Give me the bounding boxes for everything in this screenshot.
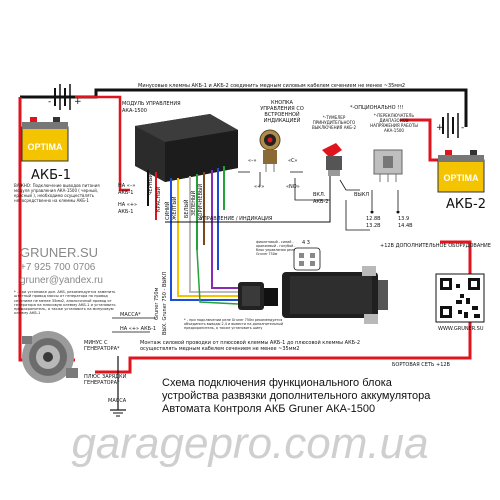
akb1-plus-wire [75,95,130,192]
wire-label-red: КРАСНЫЙ [155,186,162,212]
note-mid: * - при подключении реле Gruner 750м рек… [184,318,284,331]
plus-charge-label: ПЛЮС ЗАРЯДКИ ГЕНЕРАТОРА* [84,374,127,386]
switch-description: *-ПЕРЕКЛЮЧАТЕЛЬ ДИАПАЗОНОВ НАПРЯЖЕНИЯ РА… [370,113,418,133]
fuse-note: ВЫХ. Gruner 750 - ВЫКЛ [162,272,168,335]
wire-label-green: ЗЕЛЕНЫЙ [190,191,197,216]
na-minus-label: НА «–» [118,183,135,189]
voltage-13-9: 13.9 [398,216,409,222]
massa-label: МАССА* [120,312,141,318]
wire-color-labels: ЧЕРНЫЙ КРАСНЫЙ СИНИЙ ЖЕЛТЫЙ БЕЛЫЙ ЗЕЛЕНЫ… [147,173,204,220]
caption-line-2: устройства развязки дополнительного акку… [162,390,431,402]
svg-text:-: - [461,123,464,133]
vykl-label: ВЫКЛ [354,192,369,198]
akb2-short-label: АКБ-2 [313,199,328,205]
connector-pinout-icon [293,247,321,271]
module-wires [147,166,225,280]
range-switch[interactable] [373,149,403,182]
akb1-label: АКБ-1 [31,168,71,183]
svg-text:+: + [436,123,444,133]
battery-symbol-right: + - [436,113,464,138]
wire-label-blue: СИНИЙ [164,201,171,220]
svg-text:OPTIMA: OPTIMA [444,173,479,183]
right-plus-wire [400,118,440,162]
button-title: КНОПКА УПРАВЛЕНИЯ СО ВСТРОЕННОЙ ИНДИКАЦИ… [260,100,304,124]
voltage-contacts [370,190,400,214]
vkl-label: ВКЛ. [313,192,326,198]
relay-harness [170,249,239,305]
terminal-minus: «–» [248,158,257,164]
massa-lines [112,317,156,333]
voltage-12-8: 12.8В [366,216,381,222]
button-wires [238,171,330,201]
na-plus-label: НА «+» [118,202,137,208]
onboard-label: БОРТОВАЯ СЕТЬ +12В [392,362,451,368]
na-plus-akb1-label: НА «+» АКБ-1 [120,326,156,332]
gruner-contacts: GRUNER.SU +7 925 700 0706 gruner@yandex.… [20,245,103,286]
akb1-short-label-2: АКБ-1 [118,209,133,215]
qr-code [435,273,485,323]
svg-text:+: + [74,97,82,107]
relay-gruner-750 [282,266,388,324]
battery-akb2: OPTIMA [437,150,485,193]
connector-legend: фиолетовый - синий - оранжевый - голубой… [256,240,296,256]
massa2-label: МАССА [108,398,127,404]
toggle-wires [339,179,370,231]
bottom-plus-wire [95,240,472,374]
relay-connector [238,282,278,310]
voltage-14-4: 14.4В [398,223,413,229]
gruner-pins: 4 3 [302,240,310,246]
wire-label-white: БЕЛЫЙ [183,199,190,218]
ground-icon [110,409,126,417]
alternator [22,331,78,383]
caption-line-3: Автомата Контроля АКБ Gruner АКА-1500 [162,403,375,415]
svg-text:gruner@yandex.ru: gruner@yandex.ru [20,275,103,286]
svg-text:GRUNER.SU: GRUNER.SU [20,245,98,260]
control-line [165,170,331,223]
wire-label-yellow: ЖЕЛТЫЙ [171,196,178,220]
caption-line-1: Схема подключения функционального блока [162,377,393,389]
terminal-plus: «+» [254,184,264,190]
voltage-13-2: 13.2В [366,223,381,229]
top-note: Минусовые клеммы АКБ-1 и АКБ-2 соединить… [138,83,405,89]
svg-text:OPTIMA: OPTIMA [28,142,63,152]
website-label: WWW.GRUNER.SU [438,326,484,332]
svg-text:-: - [48,97,51,107]
toggle-switch[interactable] [322,143,342,176]
svg-text:+7 925 700 0706: +7 925 700 0706 [20,262,96,273]
akb1-warning: ВАЖНО: Подключение выводов питания модул… [14,183,100,203]
optional-title: *-ОПЦИОНАЛЬНО !!! [350,105,403,111]
out-label: +12В ДОПОЛНИТЕЛЬНОЕ ОБОРУДОВАНИЕ [380,243,491,249]
akb1-short-label: АКБ-1 [118,190,133,196]
caption: Схема подключения функционального блока … [162,377,431,415]
control-indication-label: УПРАВЛЕНИЕ / ИНДИКАЦИЯ [200,216,272,222]
wire-label-brown: КОРИЧНЕВЫЙ [197,184,204,220]
terminal-c: «C» [288,158,297,164]
battery-akb1: OPTIMA [21,117,69,162]
minus-gen-label: МИНУС С ГЕНЕРАТОРА* [84,340,120,352]
battery-symbol-left: - + [48,84,82,110]
mount-note: Монтаж силовой проводки от плюсовой клем… [140,340,361,352]
note-small: * - при установке доп. АКБ, рекомендуетс… [14,290,116,316]
fuse-label: Gruner 750м [154,287,160,320]
terminal-no: «NO» [286,184,300,190]
module-model: АКА-1500 [122,108,147,114]
akb2-label: АКБ-2 [446,197,486,212]
control-module [135,114,238,182]
wire-label-black: ЧЕРНЫЙ [147,173,154,195]
toggle-description: *-ТУМБЛЕР ПРИНУДИТЕЛЬНОГО ВЫКЛЮЧЕНИЯ АКБ… [311,115,357,130]
control-button[interactable] [259,129,281,172]
watermark: garagepro.com.ua [71,419,428,468]
module-title: МОДУЛЬ УПРАВЛЕНИЯ [122,101,181,107]
